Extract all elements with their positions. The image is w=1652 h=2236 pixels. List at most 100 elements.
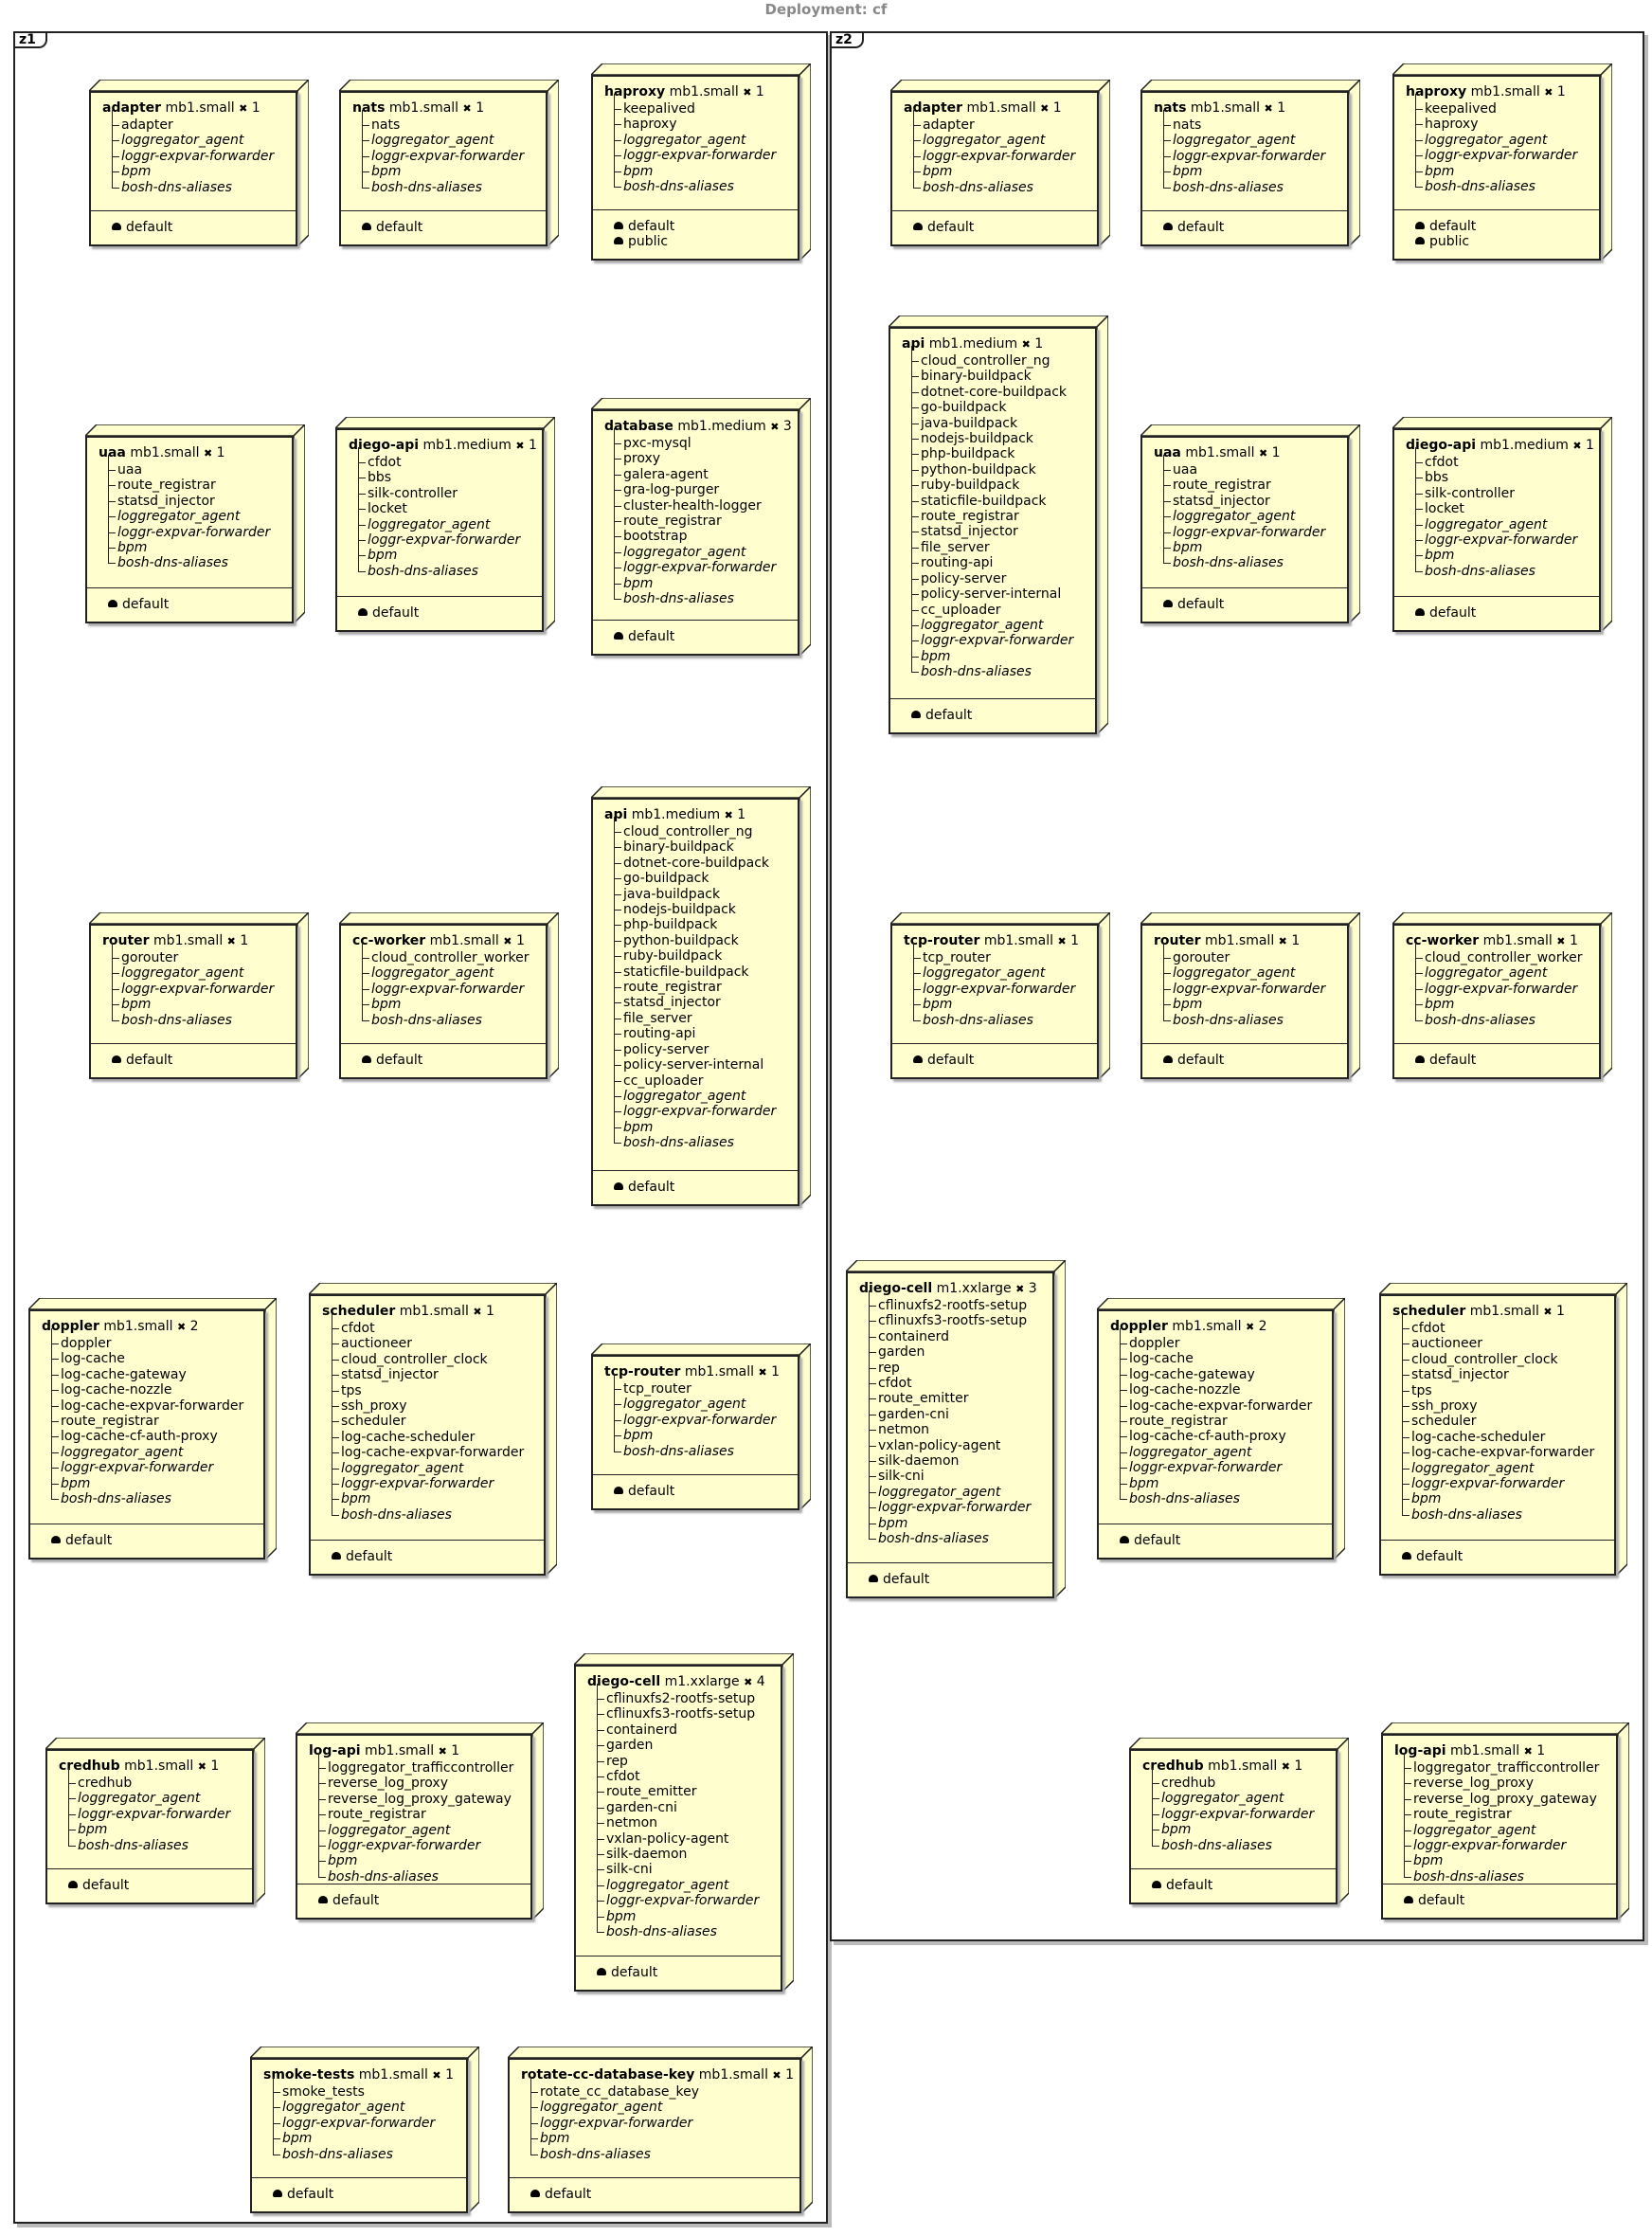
job-item: locket <box>356 494 520 516</box>
node-header: diego-cell m1.xxlarge ✖ 3 <box>859 1281 1037 1297</box>
network-list: default <box>1404 1893 1464 1908</box>
job-item: route_registrar <box>106 470 270 493</box>
instance-group-name: haproxy <box>604 84 666 99</box>
instance-count: 1 <box>1581 438 1594 453</box>
vm-type: mb1.small <box>680 1364 759 1379</box>
job-item: loggregator_agent <box>110 958 274 981</box>
job-item: bosh-dns-aliases <box>106 548 270 570</box>
job-item: reverse_log_proxy_gateway <box>316 1783 513 1807</box>
node-box <box>591 798 799 1206</box>
job-item: loggr-expvar-forwarder <box>110 973 274 997</box>
job-item: loggregator_agent <box>106 501 270 524</box>
vm-type: mb1.small <box>665 84 744 99</box>
job-item: ssh_proxy <box>1400 1390 1594 1414</box>
times-icon: ✖ <box>1015 1283 1025 1295</box>
network-name: default <box>1429 219 1477 234</box>
job-item: nodejs-buildpack <box>612 893 776 917</box>
job-item: go-buildpack <box>909 392 1073 415</box>
job-item: gorouter <box>110 942 274 965</box>
cloud-icon <box>911 711 921 718</box>
job-item: bbs <box>356 462 520 485</box>
network-name: default <box>122 597 170 612</box>
node-divider <box>591 1170 799 1171</box>
instance-group-name: api <box>604 807 628 822</box>
times-icon: ✖ <box>724 809 733 821</box>
instance-count: 1 <box>524 438 537 453</box>
job-item: bpm <box>911 989 1075 1012</box>
job-item: route_registrar <box>1402 1799 1599 1822</box>
node-side-face <box>1600 417 1612 632</box>
instance-count: 1 <box>1066 933 1080 948</box>
job-item: nodejs-buildpack <box>909 423 1073 446</box>
job-item: pxc-mysql <box>612 427 776 451</box>
times-icon: ✖ <box>1281 1760 1290 1773</box>
job-item: ruby-buildpack <box>612 941 776 964</box>
node-3d-frame <box>591 786 811 1206</box>
job-item: bpm <box>360 156 524 179</box>
network-item: default <box>358 605 419 621</box>
network-list: default <box>1163 1053 1224 1068</box>
job-item: loggr-expvar-forwarder <box>1400 1468 1594 1491</box>
job-item: bpm <box>330 1484 524 1506</box>
times-icon: ✖ <box>744 1676 753 1688</box>
instance-group-name: router <box>1154 933 1201 948</box>
vm-type: mb1.small <box>1186 100 1265 116</box>
network-name: public <box>1429 234 1470 249</box>
node-header: router mb1.small ✖ 1 <box>1154 933 1300 949</box>
instance-group-name: adapter <box>904 100 963 116</box>
job-item: uaa <box>1161 454 1325 478</box>
node-header: credhub mb1.small ✖ 1 <box>1142 1758 1302 1775</box>
node-header: cc-worker mb1.small ✖ 1 <box>352 933 525 949</box>
times-icon: ✖ <box>770 421 780 433</box>
job-item: loggr-expvar-forwarder <box>271 2107 435 2131</box>
job-item: tcp_router <box>911 942 1075 965</box>
job-item: file_server <box>909 532 1073 555</box>
network-list: default <box>1415 605 1476 621</box>
job-item: loggr-expvar-forwarder <box>316 1830 513 1853</box>
job-item: loggregator_agent <box>49 1436 243 1460</box>
times-icon: ✖ <box>503 935 512 947</box>
job-item: policy-server <box>909 563 1073 586</box>
cloud-icon <box>1152 1881 1161 1888</box>
cloud-icon <box>1163 600 1173 607</box>
job-item: go-buildpack <box>612 863 776 886</box>
instance-count: 2 <box>1254 1319 1267 1334</box>
network-item: default <box>911 708 972 723</box>
node-side-face <box>1337 1738 1349 1904</box>
node-top-face <box>574 1653 794 1666</box>
node-side-face <box>1098 80 1110 246</box>
vm-type: mb1.small <box>425 933 504 948</box>
vm-type: mb1.small <box>385 100 463 116</box>
job-item: bpm <box>1118 1468 1312 1491</box>
instance-count: 1 <box>1552 1304 1565 1319</box>
instance-group-name: diego-cell <box>859 1281 933 1296</box>
times-icon: ✖ <box>1040 102 1050 115</box>
node-divider <box>250 2177 468 2178</box>
job-item: bosh-dns-aliases <box>271 2138 435 2162</box>
job-item: log-cache-expvar-forwarder <box>330 1437 524 1460</box>
job-item: routing-api <box>612 1019 776 1041</box>
job-item: log-cache-expvar-forwarder <box>1118 1390 1312 1414</box>
instance-group-name: doppler <box>1110 1319 1168 1334</box>
job-item: binary-buildpack <box>909 361 1073 384</box>
cloud-icon <box>112 1055 121 1063</box>
instance-group-name: log-api <box>309 1743 361 1758</box>
job-item: bpm <box>49 1468 243 1491</box>
vm-type: mb1.small <box>1180 445 1259 460</box>
job-item: cloud_controller_ng <box>612 816 776 839</box>
network-list: default <box>614 1180 674 1195</box>
job-item: gorouter <box>1161 942 1325 965</box>
job-item: containerd <box>867 1321 1031 1344</box>
job-item: garden-cni <box>595 1792 759 1815</box>
node-side-face <box>1053 1260 1066 1598</box>
network-item: default <box>1415 219 1476 234</box>
node-side-face <box>781 1653 794 1992</box>
node-header: adapter mb1.small ✖ 1 <box>102 100 260 117</box>
job-item: loggregator_agent <box>612 536 776 560</box>
vm-type: mb1.small <box>125 445 204 460</box>
